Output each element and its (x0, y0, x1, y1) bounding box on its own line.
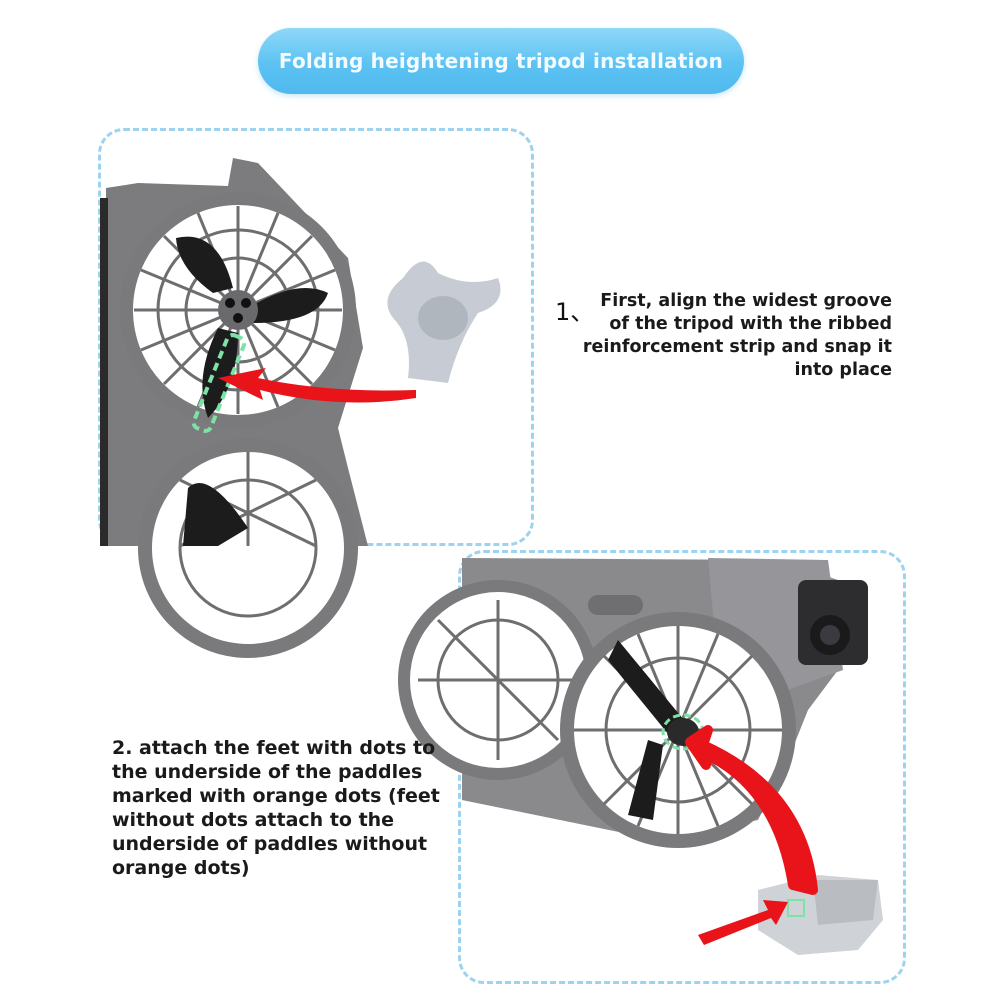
step1-illustration (100, 158, 501, 658)
step1-number: 1、 (555, 298, 595, 326)
title-banner: Folding heightening tripod installation (258, 28, 744, 94)
page-title: Folding heightening tripod installation (278, 49, 724, 73)
step1-instruction: First, align the widest groove of the tr… (582, 291, 892, 380)
step2-illustration (398, 558, 883, 955)
step2-instruction: 2. attach the feet with dots to the unde… (112, 737, 440, 879)
